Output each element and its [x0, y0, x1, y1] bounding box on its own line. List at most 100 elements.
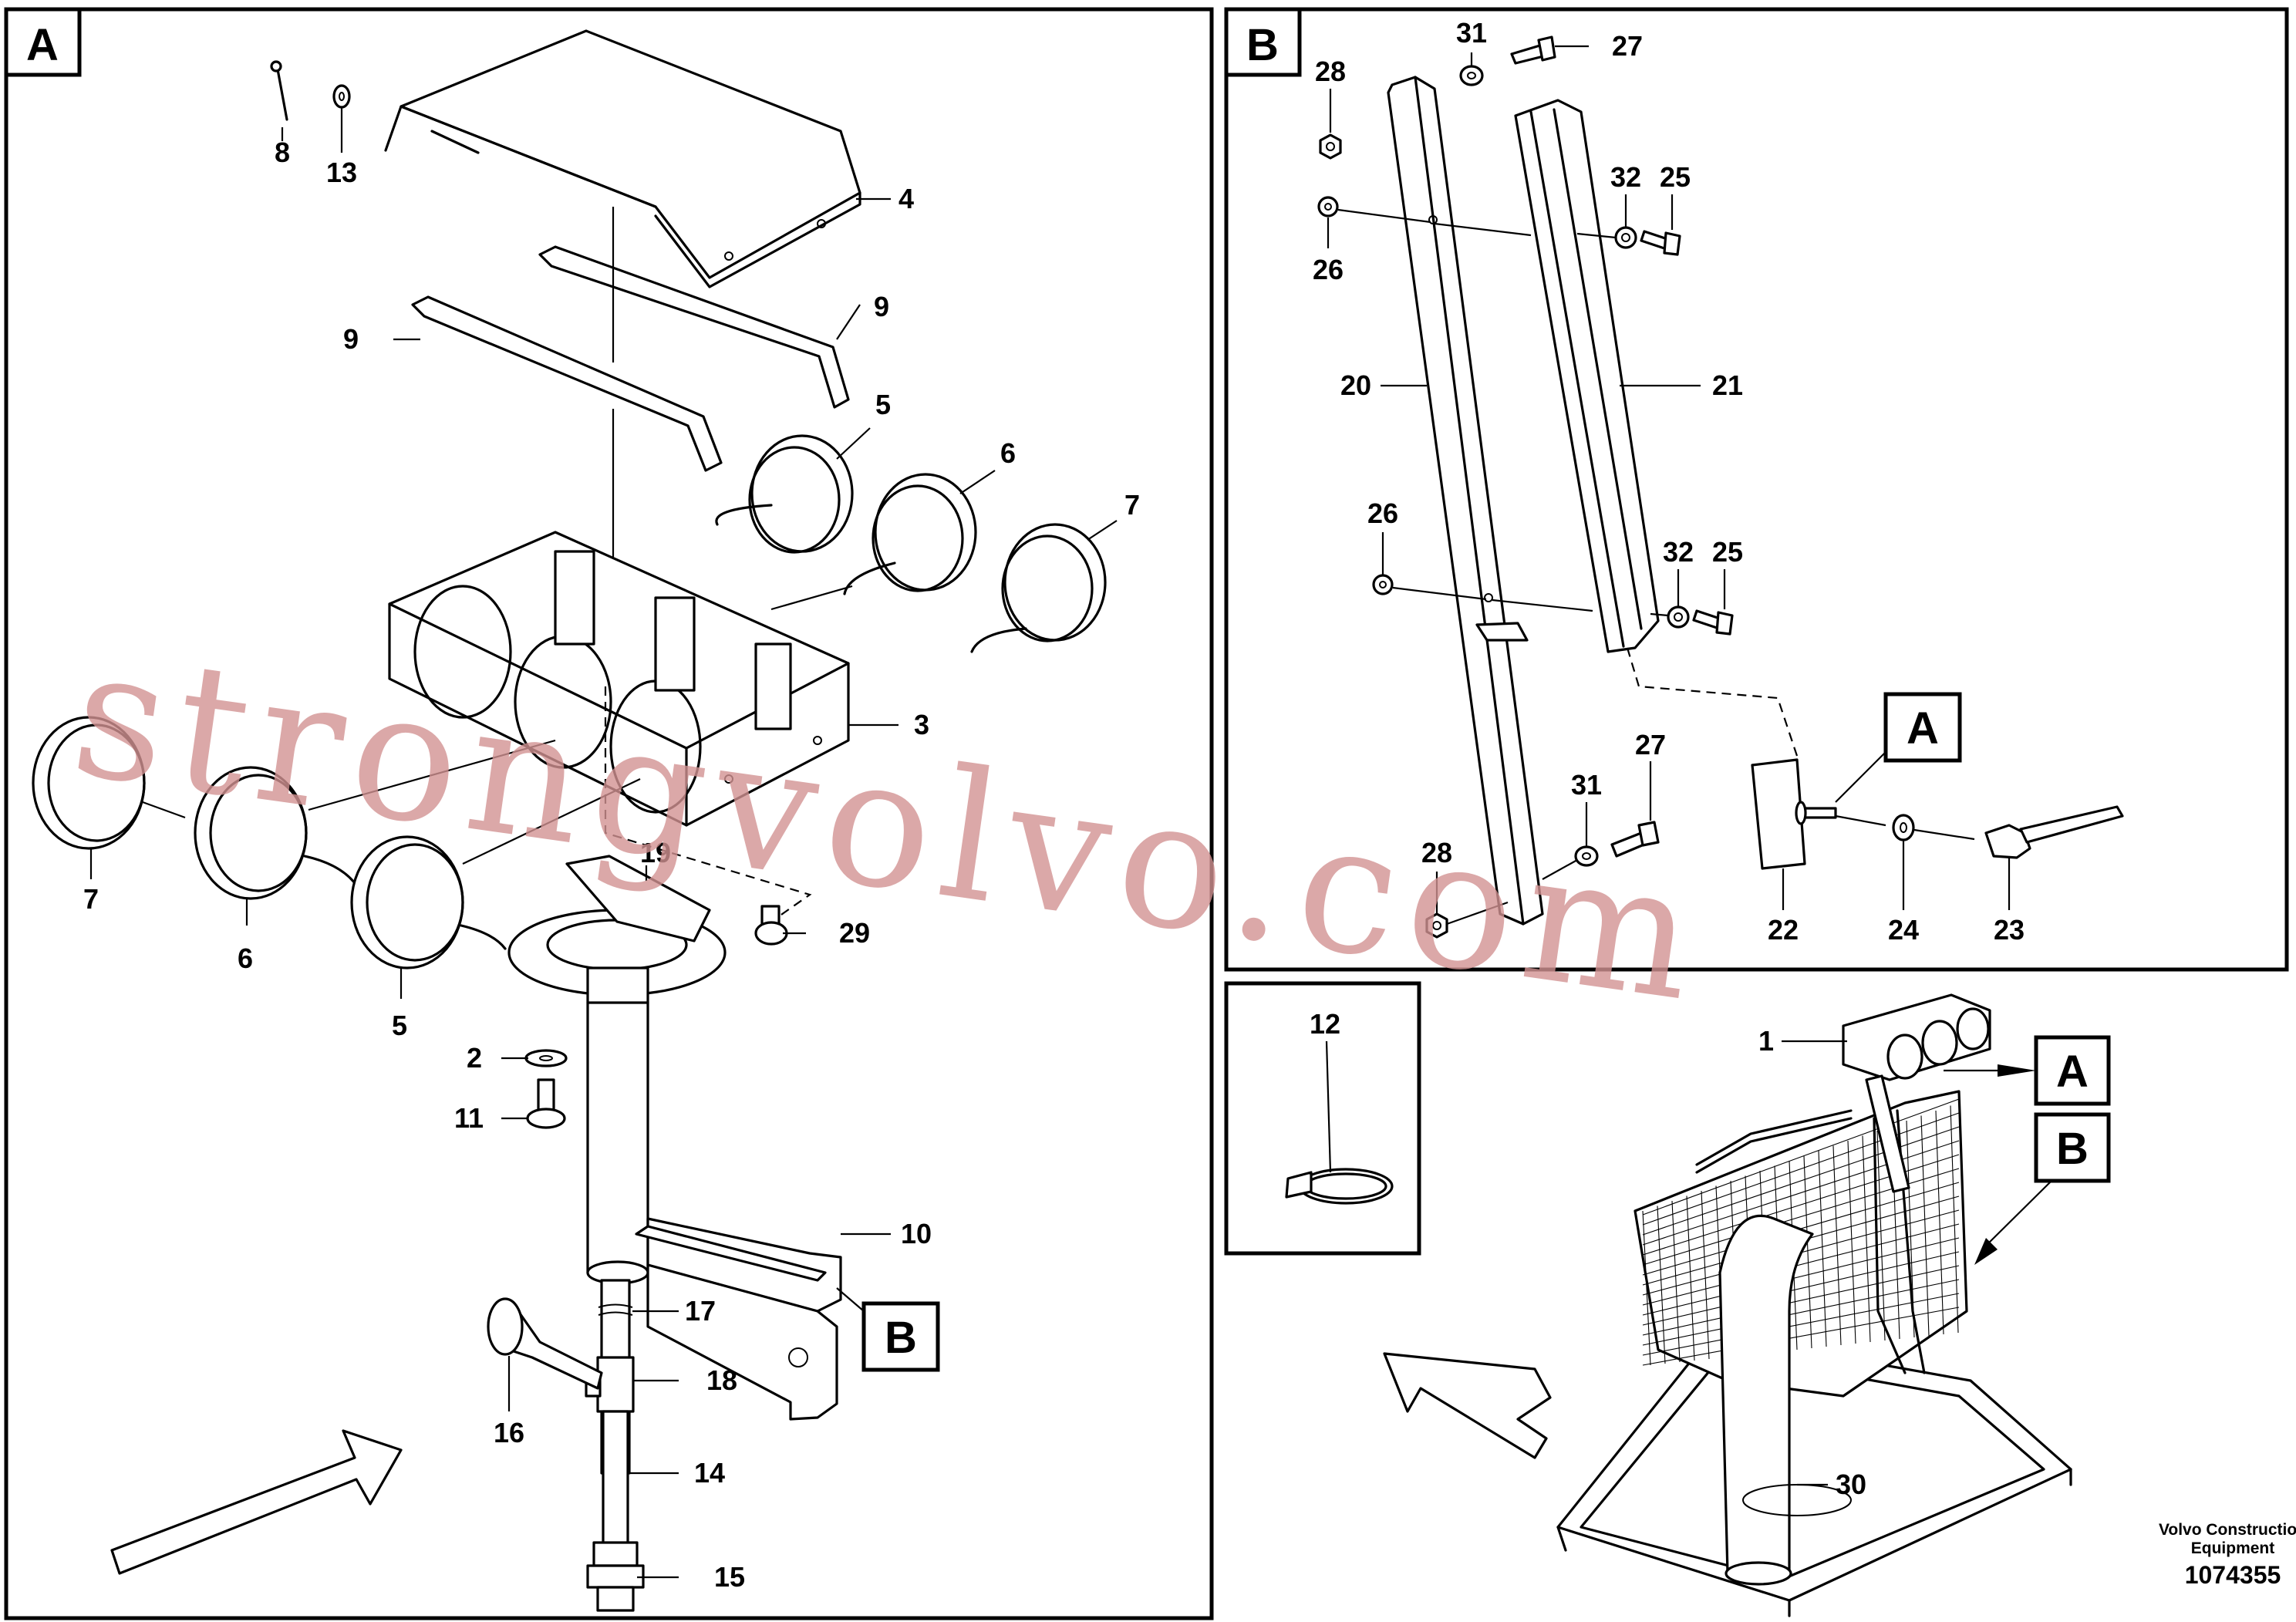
part-number-6-upper: 6: [1000, 437, 1016, 469]
callout-box-b-overview: [2034, 1112, 2111, 1183]
part-number-28-upper: 28: [1315, 56, 1346, 87]
part-number-26-upper: 26: [1313, 254, 1344, 285]
callout-b-label: B: [885, 1313, 917, 1363]
overview-direction-arrow-icon: [1383, 1352, 1552, 1459]
washer-part-13: [332, 84, 351, 109]
bracket-part-9-upper: [538, 245, 850, 409]
part-number-7-upper: 7: [1124, 489, 1140, 521]
mesh-line: [1642, 1210, 1651, 1366]
stud-part-22: [1795, 801, 1837, 825]
strip-part-20: [1387, 76, 1544, 926]
company-line-1: Volvo Construction: [2159, 1521, 2296, 1539]
callout-a-label-overview: A: [2056, 1047, 2089, 1097]
panel-a-label-box: [4, 7, 82, 77]
plate-part-22: [1751, 758, 1806, 870]
mesh-line: [1642, 1126, 1960, 1236]
mesh-line: [1657, 1206, 1666, 1364]
mesh-line: [1642, 1307, 1960, 1366]
panel-b-label-box: [1224, 7, 1302, 77]
column-part-19: [507, 855, 727, 1285]
mesh-line: [1847, 1140, 1856, 1344]
part-number-5-upper: 5: [875, 389, 891, 420]
part-number-29: 29: [839, 917, 870, 949]
mesh-line: [1642, 1140, 1960, 1246]
pedestal-column: [1718, 1214, 1852, 1586]
bracket-part-9-lower: [411, 295, 723, 472]
washer-part-32-lower: [1667, 605, 1690, 629]
mesh-line: [1832, 1145, 1842, 1346]
mesh-line: [1862, 1135, 1871, 1343]
mesh-line: [1803, 1155, 1812, 1349]
part-number-10: 10: [901, 1218, 932, 1249]
mesh-line: [1642, 1279, 1960, 1346]
screw-part-27-upper: [1510, 35, 1556, 65]
callout-b-label-overview: B: [2056, 1124, 2089, 1174]
gauge-part-6-upper: [843, 473, 977, 595]
part-number-21: 21: [1712, 369, 1743, 401]
part-number-13: 13: [326, 157, 357, 188]
washer-part-31-lower: [1574, 845, 1599, 867]
part-number-15: 15: [714, 1561, 745, 1593]
sensor-part-16: [487, 1297, 603, 1390]
mesh-line: [1671, 1200, 1681, 1363]
part-number-24: 24: [1888, 914, 1919, 946]
panel-a-label: A: [26, 20, 59, 70]
part-number-1: 1: [1758, 1025, 1774, 1057]
callout-box-b: [861, 1301, 940, 1372]
mesh-line: [1818, 1150, 1827, 1347]
screw-part-8: [270, 60, 288, 121]
part-number-31-upper: 31: [1456, 17, 1487, 49]
part-number-28-lower: 28: [1421, 837, 1452, 868]
part-number-3: 3: [914, 709, 929, 740]
cable-tie-part-12: [1285, 1168, 1394, 1205]
washer-part-26-upper: [1317, 196, 1339, 218]
strip-part-21: [1514, 99, 1660, 653]
gauge-part-5-upper: [715, 434, 854, 554]
part-number-2: 2: [467, 1042, 482, 1074]
mesh-line: [1642, 1293, 1960, 1356]
document-number: 1074355: [2185, 1561, 2281, 1589]
screw-part-25-lower: [1692, 609, 1734, 636]
panel-a: A: [4, 7, 1214, 1620]
gauge-cluster-part-1: [1842, 993, 1991, 1193]
part-number-11: 11: [454, 1102, 484, 1134]
mesh-line: [1642, 1112, 1960, 1226]
gauge-part-6-lower: [194, 766, 356, 900]
part-number-18: 18: [706, 1364, 737, 1396]
mesh-line: [1642, 1237, 1960, 1316]
panel-b-label: B: [1246, 20, 1279, 70]
part-number-23: 23: [1994, 914, 2025, 946]
screw-part-11: [526, 1078, 566, 1129]
mesh-line: [1642, 1098, 1960, 1216]
part-number-20: 20: [1340, 369, 1371, 401]
mesh-line: [1701, 1190, 1710, 1360]
part-number-27-upper: 27: [1612, 30, 1643, 62]
part-number-4-label: 4: [899, 183, 914, 214]
callout-a-label-panel-b: A: [1907, 703, 1939, 754]
cover-part-4: [384, 29, 861, 288]
part-number-9-left: 9: [343, 323, 359, 355]
company-line-2: Equipment: [2191, 1539, 2275, 1557]
part-number-7-lower: 7: [83, 883, 99, 915]
part-number-16: 16: [494, 1417, 524, 1448]
part-number-14: 14: [694, 1457, 725, 1489]
panel-b: B: [1224, 7, 2289, 972]
overview-assembly: A B 1 30: [1383, 993, 2111, 1617]
part-number-25-upper: 25: [1660, 161, 1691, 193]
mesh-line: [1686, 1195, 1695, 1361]
washer-part-2: [524, 1049, 568, 1067]
part-number-5-lower: 5: [392, 1010, 407, 1041]
part-number-30: 30: [1836, 1469, 1866, 1500]
part-number-31-lower: 31: [1571, 769, 1602, 801]
part-number-19: 19: [640, 837, 671, 868]
part-number-26-lower: 26: [1367, 497, 1398, 529]
nut-part-28-upper: [1319, 133, 1342, 160]
part-number-17: 17: [685, 1295, 716, 1327]
bracket-part-10: [635, 1217, 842, 1421]
part-number-22: 22: [1768, 914, 1799, 946]
part-number-32-upper: 32: [1610, 161, 1641, 193]
gauge-part-5-lower: [350, 835, 507, 969]
washer-part-24: [1892, 814, 1915, 841]
part-number-25-lower: 25: [1712, 536, 1743, 568]
